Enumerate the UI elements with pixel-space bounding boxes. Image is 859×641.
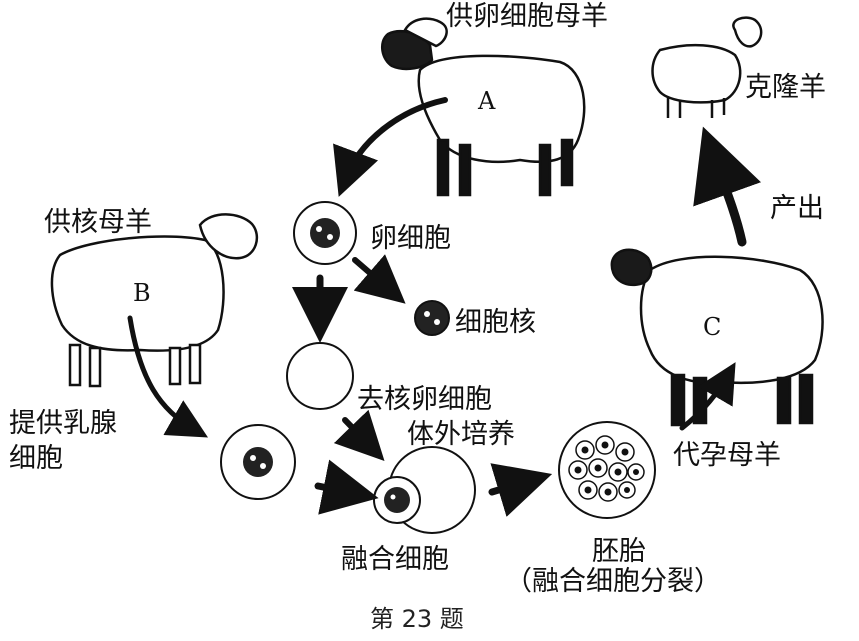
label-in-vitro-culture: 体外培养 <box>407 419 515 450</box>
letter-b: B <box>133 279 151 307</box>
embryo-icon <box>558 421 656 519</box>
label-embryo-note: （融合细胞分裂） <box>505 566 721 597</box>
arrow-enucleated-to-fusion <box>333 409 385 461</box>
letter-c: C <box>703 313 722 341</box>
label-clone-sheep: 克隆羊 <box>745 72 826 103</box>
label-surrogate-ewe: 代孕母羊 <box>673 440 781 471</box>
label-mammary-line1: 提供乳腺 <box>9 408 117 439</box>
arrow-c-to-clone <box>693 126 762 247</box>
arrow-embryo-to-c <box>679 362 736 431</box>
label-fused-cell: 融合细胞 <box>341 544 449 575</box>
fused-cell-icon <box>373 446 476 534</box>
label-embryo: 胚胎 <box>592 536 646 567</box>
nucleus-icon <box>414 300 450 336</box>
label-donor-nucleus-ewe: 供核母羊 <box>44 207 152 238</box>
arrow-b-to-mammary <box>127 315 209 438</box>
label-enucleated-egg: 去核卵细胞 <box>357 384 492 415</box>
egg-cell-icon <box>293 201 357 265</box>
arrow-a-to-egg <box>333 97 448 197</box>
sheep-a-icon <box>380 17 586 197</box>
label-egg-cell: 卵细胞 <box>370 223 451 254</box>
label-cell-nucleus: 细胞核 <box>455 307 536 338</box>
letter-a: A <box>478 87 496 115</box>
clone-sheep-icon <box>651 16 763 118</box>
enucleated-egg-icon <box>286 342 354 410</box>
question-caption: 第 23 题 <box>370 605 464 633</box>
label-donor-egg-ewe: 供卵细胞母羊 <box>446 1 608 32</box>
arrow-egg-to-nucleus <box>352 254 406 304</box>
arrow-mammary-to-fusion <box>314 459 379 515</box>
mammary-cell-icon <box>220 424 296 500</box>
label-produce: 产出 <box>770 193 824 224</box>
label-mammary-line2: 细胞 <box>9 443 63 474</box>
arrow-fusion-to-embryo <box>488 463 553 517</box>
sheep-b-icon <box>50 213 259 388</box>
